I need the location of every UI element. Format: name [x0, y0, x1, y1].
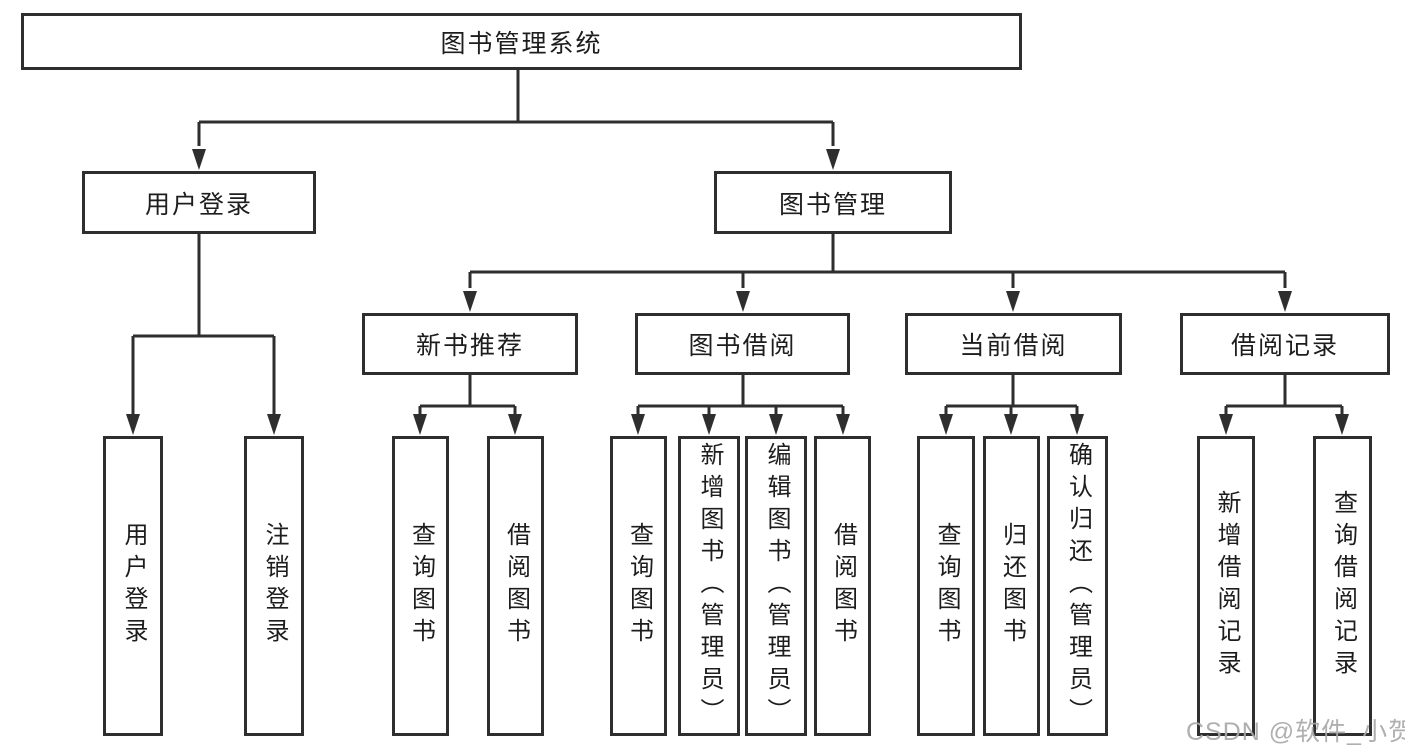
arrowhead	[1335, 414, 1349, 435]
leaf-label: 注销登录	[261, 522, 288, 650]
node-current-borrow-label: 当前借阅	[959, 332, 1068, 360]
node-book-mgmt: 图书管理	[714, 171, 952, 234]
node-root: 图书管理系统	[21, 13, 1022, 70]
leaf-label: 新增图书（管理员）	[696, 442, 723, 730]
connector-root	[197, 70, 835, 146]
node-current-borrow: 当前借阅	[905, 313, 1122, 375]
node-user-login: 用户登录	[82, 171, 316, 234]
arrowhead	[631, 414, 645, 435]
arrowhead	[126, 414, 140, 435]
leaf-label: 查询图书	[933, 522, 960, 650]
leaf-borrow-books-2: 借阅图书	[814, 436, 871, 736]
leaf-label: 查询借阅记录	[1329, 490, 1357, 682]
arrowhead	[769, 414, 783, 435]
node-new-book-rec-label: 新书推荐	[415, 332, 524, 360]
arrowhead	[736, 291, 750, 312]
leaf-label: 用户登录	[120, 522, 147, 650]
leaf-query-books-1: 查询图书	[392, 436, 449, 736]
arrowhead	[836, 414, 850, 435]
leaf-add-borrow-record: 新增借阅记录	[1197, 436, 1255, 736]
leaf-label: 归还图书	[998, 522, 1026, 650]
leaf-label: 查询图书	[625, 522, 653, 650]
leaf-label: 新增借阅记录	[1213, 490, 1240, 682]
leaf-label: 确认归还（管理员）	[1064, 442, 1092, 730]
leaf-label: 借阅图书	[502, 522, 530, 650]
leaf-label: 查询图书	[407, 522, 435, 650]
arrowhead	[826, 149, 840, 170]
node-book-mgmt-label: 图书管理	[778, 190, 887, 219]
arrowhead	[508, 414, 522, 435]
node-borrow-record: 借阅记录	[1180, 313, 1390, 375]
node-borrow-record-label: 借阅记录	[1230, 332, 1339, 360]
arrowheads	[126, 149, 1349, 435]
leaf-edit-books-admin: 编辑图书（管理员）	[745, 436, 807, 736]
leaf-borrow-books-1: 借阅图书	[487, 436, 544, 736]
csdn-watermark: CSDN @软件_小贺同学	[1186, 718, 1405, 746]
connector-new-book-rec	[418, 375, 517, 430]
arrowhead	[1219, 414, 1233, 435]
leaf-add-books-admin: 新增图书（管理员）	[678, 436, 740, 736]
connector-book-borrow	[636, 375, 845, 430]
arrowhead	[1070, 414, 1084, 435]
arrowhead	[1004, 414, 1018, 435]
leaf-logout: 注销登录	[244, 436, 304, 736]
leaf-query-borrow-record: 查询借阅记录	[1313, 436, 1372, 736]
leaf-confirm-return-admin: 确认归还（管理员）	[1047, 436, 1108, 736]
node-root-label: 图书管理系统	[440, 29, 603, 58]
arrowhead	[413, 414, 427, 435]
arrowhead	[1006, 291, 1020, 312]
leaf-query-books-2: 查询图书	[610, 436, 667, 736]
connector-book-mgmt	[468, 234, 1287, 288]
leaf-label: 借阅图书	[829, 522, 857, 650]
node-user-login-label: 用户登录	[144, 190, 253, 219]
arrowhead	[1278, 291, 1292, 312]
connector-user-login	[131, 234, 276, 430]
connector-segments	[131, 70, 1344, 430]
node-book-borrow: 图书借阅	[635, 313, 850, 375]
leaf-query-books-3: 查询图书	[917, 436, 975, 736]
arrowhead	[702, 414, 716, 435]
node-book-borrow-label: 图书借阅	[688, 332, 797, 360]
arrowhead	[939, 414, 953, 435]
arrowhead	[267, 414, 281, 435]
arrowhead	[463, 291, 477, 312]
leaf-label: 编辑图书（管理员）	[763, 442, 790, 730]
connector-borrow-record	[1224, 375, 1344, 430]
node-new-book-rec: 新书推荐	[362, 313, 578, 375]
arrowhead	[192, 149, 206, 170]
leaf-return-books: 归还图书	[983, 436, 1040, 736]
leaf-user-login: 用户登录	[103, 436, 163, 736]
